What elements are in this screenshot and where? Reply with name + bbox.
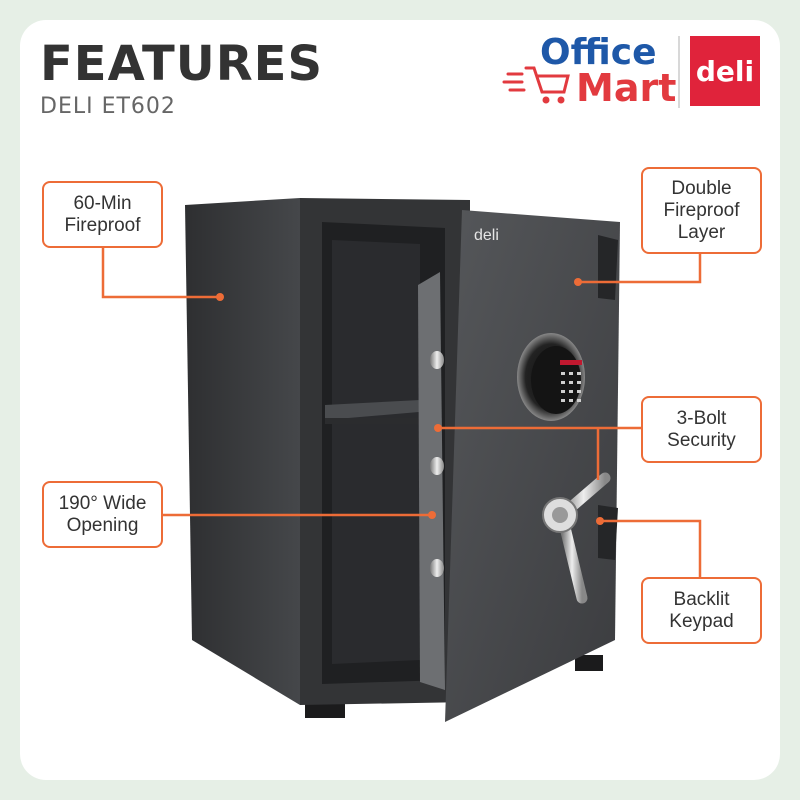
callout-line: Opening bbox=[66, 514, 139, 536]
safe-interior-back bbox=[332, 240, 420, 664]
keypad-icon bbox=[517, 333, 585, 421]
officemart-logo: Office Mart bbox=[502, 32, 676, 110]
connector-keypad bbox=[600, 519, 702, 577]
callout-190-wide-opening: 190° Wide Opening bbox=[42, 481, 163, 548]
connector-dot bbox=[434, 424, 442, 432]
shopping-cart-icon bbox=[502, 66, 570, 104]
door-brand-logo: deli bbox=[474, 227, 499, 244]
logo-divider bbox=[678, 36, 680, 108]
safe-shelf-front bbox=[325, 418, 442, 424]
connector-double-layer bbox=[578, 252, 702, 284]
callout-backlit-keypad: Backlit Keypad bbox=[641, 577, 762, 644]
bolt bbox=[430, 559, 444, 577]
callout-line: Fireproof bbox=[663, 199, 740, 221]
officemart-word-office: Office bbox=[540, 32, 657, 73]
connector-dot bbox=[596, 517, 604, 525]
officemart-word-mart: Mart bbox=[576, 66, 677, 110]
callout-line: Fireproof bbox=[64, 214, 141, 236]
connector-dot bbox=[428, 511, 436, 519]
connector-fireproof bbox=[101, 246, 220, 299]
callout-line: 190° Wide bbox=[58, 492, 147, 514]
callout-line: Double bbox=[671, 177, 732, 199]
safe-door-hinge-edge bbox=[598, 235, 618, 300]
callout-line: Layer bbox=[677, 221, 726, 243]
handle-icon bbox=[542, 472, 611, 604]
connector-dot bbox=[574, 278, 582, 286]
page-subtitle: DELI ET602 bbox=[40, 94, 176, 119]
callout-line: 3-Bolt bbox=[676, 407, 727, 429]
safe-door-edge bbox=[418, 272, 445, 690]
bolt bbox=[430, 457, 444, 475]
callout-60min-fireproof: 60-Min Fireproof bbox=[42, 181, 163, 248]
safe-door bbox=[445, 210, 620, 722]
safe-shelf bbox=[325, 400, 442, 420]
callout-line: 60-Min bbox=[73, 192, 132, 214]
bolt bbox=[430, 351, 444, 369]
page-title: FEATURES bbox=[40, 36, 324, 92]
deli-logo: deli bbox=[690, 36, 760, 106]
callout-connectors bbox=[101, 246, 702, 577]
connector-dot bbox=[216, 293, 224, 301]
safe-door-latch bbox=[598, 505, 618, 560]
safe-foot bbox=[575, 655, 603, 671]
door-bolts bbox=[430, 351, 444, 577]
callout-double-fireproof-layer: Double Fireproof Layer bbox=[641, 167, 762, 254]
callout-line: Keypad bbox=[669, 610, 734, 632]
callout-3bolt-security: 3-Bolt Security bbox=[641, 396, 762, 463]
callout-line: Security bbox=[667, 429, 736, 451]
callout-line: Backlit bbox=[673, 588, 730, 610]
safe-side-panel bbox=[185, 198, 300, 705]
